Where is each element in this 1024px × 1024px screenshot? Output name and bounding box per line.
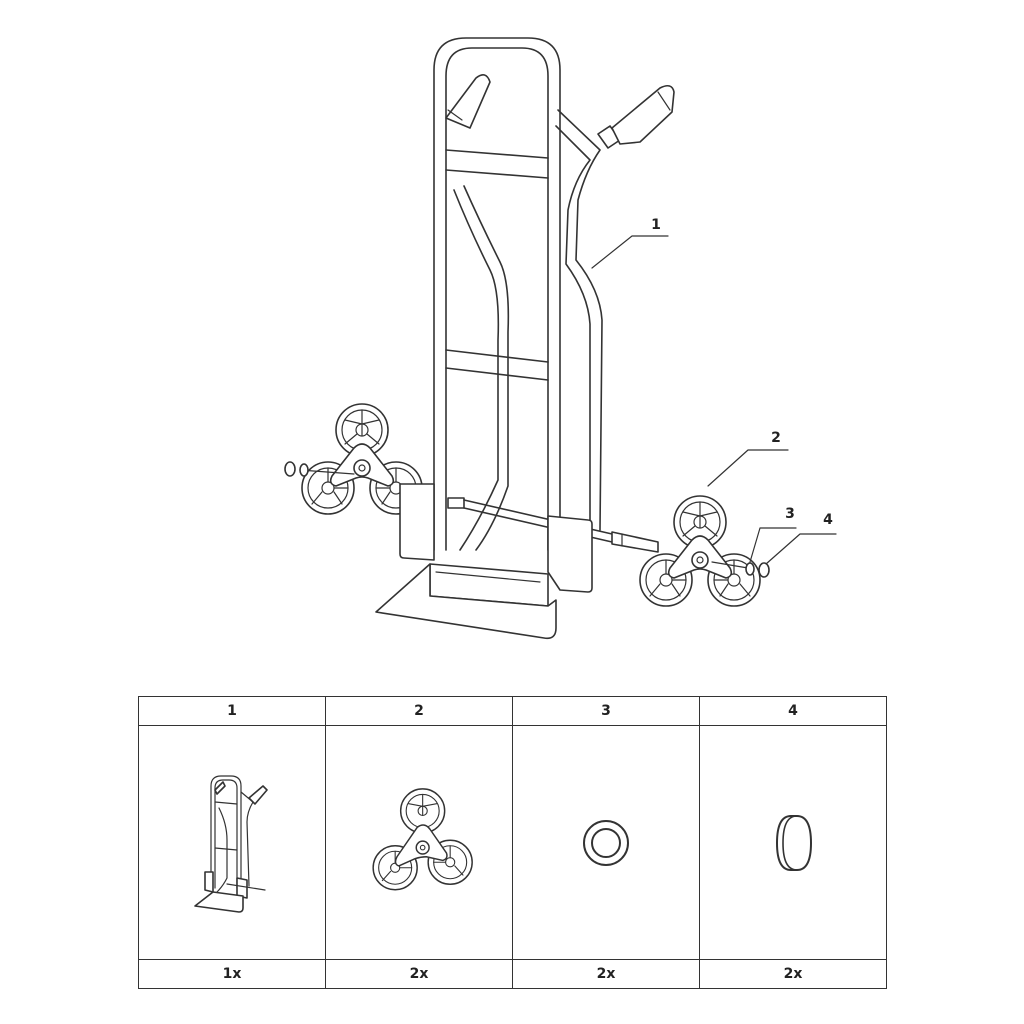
washer-icon [583, 819, 629, 866]
callout-2: 2 [771, 430, 781, 446]
part-quantity-3: 2x [512, 959, 700, 989]
part-quantity-2: 2x [325, 959, 513, 989]
rear-handle-arm [555, 84, 675, 531]
exploded-assembly-drawing: 1 2 3 4 [284, 37, 837, 640]
parts-quantity-row: 1x 2x 2x 2x [138, 959, 887, 989]
callout-3: 3 [785, 506, 795, 522]
right-washer-and-cap [711, 561, 770, 578]
part-number-4: 4 [699, 696, 887, 726]
callout-leaders [591, 235, 837, 565]
parts-image-row [138, 725, 887, 960]
callout-1: 1 [651, 217, 661, 233]
part-image-cell-4 [699, 725, 887, 960]
axle-cap-icon [775, 814, 813, 871]
part-quantity-4: 2x [699, 959, 887, 989]
part-quantity-1: 1x [138, 959, 326, 989]
left-washer-and-cap [284, 461, 355, 477]
part-number-2: 2 [325, 696, 513, 726]
part-number-3: 3 [512, 696, 700, 726]
callout-4: 4 [823, 512, 833, 528]
axle [447, 497, 659, 553]
part-image-cell-1 [138, 725, 326, 960]
star-wheel-thumbnail [372, 787, 473, 890]
part-number-1: 1 [138, 696, 326, 726]
part-image-cell-3 [512, 725, 700, 960]
wheel-brackets [399, 483, 593, 593]
hand-truck-thumbnail [194, 774, 268, 913]
parts-list-table: 1 2 3 4 [138, 696, 887, 989]
part-image-cell-2 [325, 725, 513, 960]
parts-header-row: 1 2 3 4 [138, 696, 887, 726]
toe-plate [375, 563, 557, 640]
hand-truck-frame [433, 37, 561, 551]
